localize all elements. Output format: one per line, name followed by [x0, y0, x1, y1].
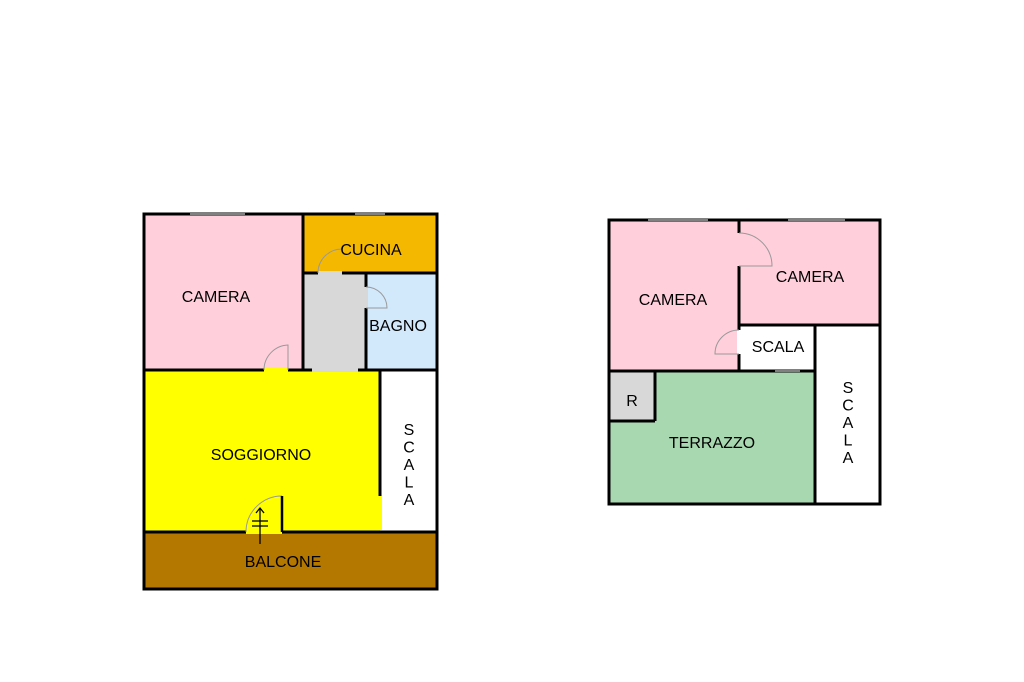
floor-2-door-swings [714, 232, 773, 355]
label-scala-vertical-2: SCALA [842, 380, 854, 467]
floor-1-door-swings [245, 248, 388, 533]
label-scala-letter: A [404, 492, 415, 509]
label-terrazzo: TERRAZZO [669, 435, 755, 452]
floor-2-plan: CAMERA CAMERA SCALA R TERRAZZO SCALA [607, 218, 882, 506]
label-ripostiglio: R [626, 393, 638, 410]
balcony-balcone-fill [144, 532, 437, 589]
room-bagno-fill [366, 273, 437, 370]
label-scala-letter: S [404, 422, 415, 439]
storage-r-fill [609, 371, 655, 421]
room-camera-right-fill [739, 220, 880, 325]
stair-scala-fill-2 [815, 325, 880, 504]
label-scala-letter: C [403, 440, 415, 457]
label-camera-left: CAMERA [639, 292, 708, 309]
label-scala-landing: SCALA [752, 339, 805, 356]
label-soggiorno: SOGGIORNO [211, 447, 311, 464]
label-scala-vertical: SCALA [403, 422, 415, 509]
floor-1-plan: CAMERA CUCINA BAGNO SOGGIORNO BALCONE SC… [142, 212, 439, 591]
stair-scala-fill [380, 370, 437, 532]
label-scala-letter: A [843, 450, 854, 467]
floor-2-windows [648, 219, 845, 372]
room-soggiorno-fill [144, 370, 380, 532]
landing-scala-fill [739, 325, 815, 371]
label-scala-letter: A [404, 457, 415, 474]
label-camera-right: CAMERA [776, 269, 845, 286]
entrance-arrow-icon [252, 506, 268, 544]
label-balcone: BALCONE [245, 554, 321, 571]
label-camera: CAMERA [182, 289, 251, 306]
label-scala-letter: C [842, 398, 854, 415]
label-scala-letter: S [843, 380, 854, 397]
room-camera-fill [144, 214, 303, 370]
corridor-fill [303, 273, 366, 370]
floor-1-door-gaps [246, 271, 382, 534]
label-scala-letter: A [843, 415, 854, 432]
room-camera-left-fill [609, 220, 739, 371]
label-scala-letter: L [844, 433, 853, 450]
label-scala-letter: L [405, 475, 414, 492]
label-bagno: BAGNO [369, 318, 427, 335]
room-cucina-fill [303, 214, 437, 273]
label-cucina: CUCINA [340, 242, 402, 259]
